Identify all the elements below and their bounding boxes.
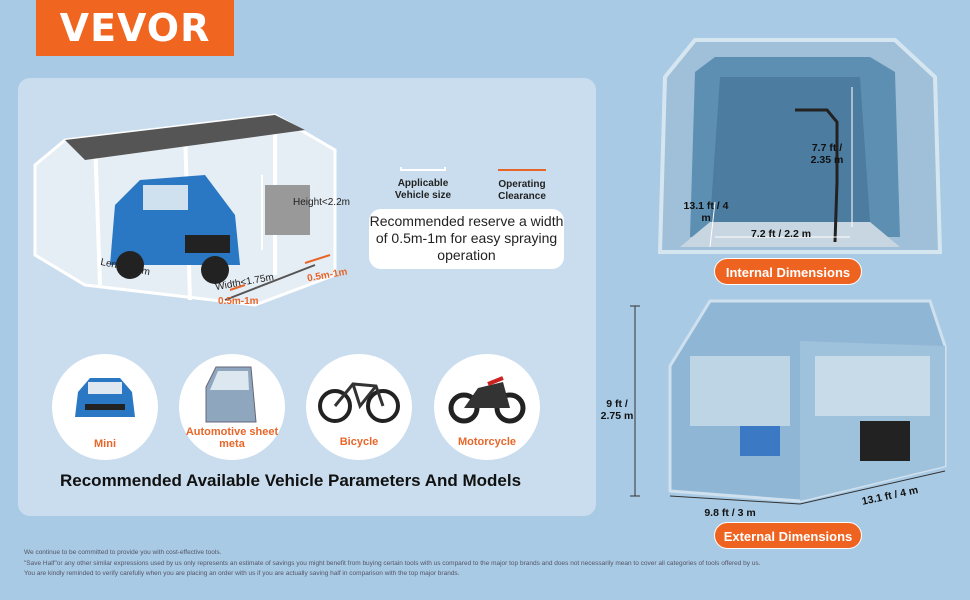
- operating-clearance-legend-mark: [498, 169, 546, 171]
- operating-clearance-legend: Operating Clearance: [498, 179, 546, 202]
- internal-depth-label: 13.1 ft / 4 m: [683, 200, 729, 224]
- models-title: Recommended Available Vehicle Parameters…: [60, 471, 522, 490]
- external-tent-image: [630, 299, 947, 505]
- motorcycle-icon: [448, 376, 526, 424]
- disclaimer-line: You are kindly reminded to verify carefu…: [24, 570, 460, 577]
- model-bicycle: Bicycle: [306, 354, 412, 460]
- disclaimer: We continue to be committed to provide y…: [24, 548, 761, 580]
- external-height-label: 9 ft / 2.75 m: [600, 398, 634, 422]
- internal-height-label: 7.7 ft / 2.35 m: [810, 142, 844, 166]
- disclaimer-line: "Save Half"or any other similar expressi…: [24, 559, 761, 567]
- car-door-icon: [205, 366, 257, 423]
- vevor-logo: VEVOR: [36, 0, 234, 56]
- model-label: Automotive sheet meta: [185, 426, 279, 450]
- model-label: Bicycle: [339, 436, 379, 448]
- model-mini: Mini: [52, 354, 158, 460]
- applicable-size-legend-mark: [400, 167, 446, 171]
- model-motorcycle: Motorcycle: [434, 354, 540, 460]
- model-label: Motorcycle: [457, 436, 517, 448]
- external-width-label: 9.8 ft / 3 m: [704, 507, 756, 519]
- applicable-size-legend: Applicable Vehicle size: [394, 178, 452, 201]
- external-dimensions-badge: External Dimensions: [714, 522, 862, 549]
- model-label: Mini: [94, 438, 116, 450]
- internal-tent-image: [657, 38, 943, 254]
- tent-with-car-illustration: [33, 113, 337, 307]
- disclaimer-line: We continue to be committed to provide y…: [24, 549, 222, 556]
- clearance-front-label: 0.5m-1m: [218, 296, 259, 307]
- bicycle-icon: [318, 382, 400, 423]
- height-label: Height<2.2m: [293, 197, 350, 208]
- internal-width-label: 7.2 ft / 2.2 m: [750, 228, 812, 240]
- recommendation-note: Recommended reserve a width of 0.5m-1m f…: [369, 209, 564, 269]
- internal-dimensions-badge: Internal Dimensions: [714, 258, 862, 285]
- model-automotive-sheet-metal: Automotive sheet meta: [179, 354, 285, 460]
- mini-car-icon: [75, 378, 135, 417]
